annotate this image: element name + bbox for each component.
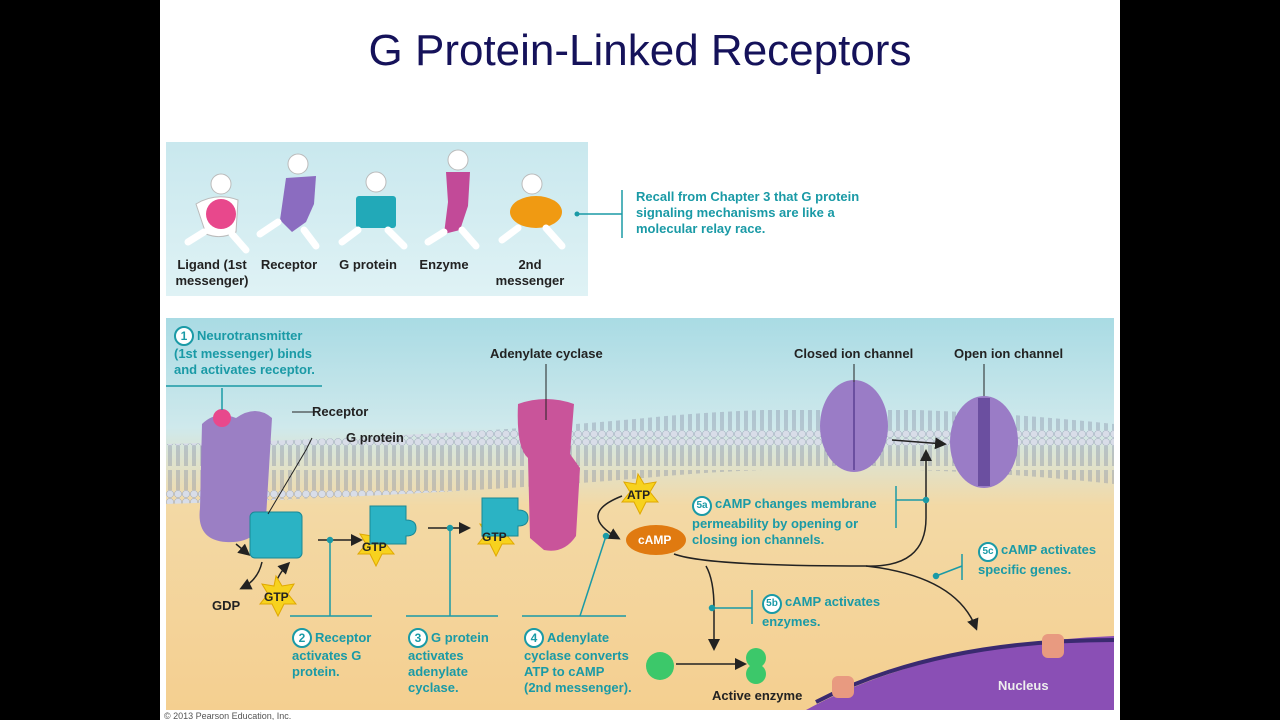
- label-g-protein: G protein: [346, 430, 404, 445]
- step-line: permeability by opening or: [692, 516, 859, 531]
- label-line: messenger): [175, 273, 249, 288]
- recall-note: Recall from Chapter 3 that G protein sig…: [636, 189, 896, 237]
- runner-g-protein: [338, 171, 408, 250]
- relay-label-receptor: Receptor: [260, 257, 318, 272]
- step-line: cAMP activates: [785, 594, 881, 609]
- adenylate-cyclase: [517, 399, 580, 551]
- signaling-illustration: [166, 364, 1114, 710]
- label-atp: ATP: [627, 488, 651, 502]
- step-line: (1st messenger) binds: [174, 346, 312, 361]
- relay-race-illustration: [184, 149, 566, 254]
- runner-ligand: [184, 173, 250, 254]
- label-gtp-3: GTP: [482, 530, 507, 544]
- slide-title: G Protein-Linked Receptors: [368, 26, 912, 75]
- label-closed-ion-channel: Closed ion channel: [794, 346, 914, 361]
- step-number: 5c: [978, 542, 998, 562]
- step-line: Neurotransmitter: [197, 328, 303, 343]
- nuclear-pore: [832, 676, 854, 698]
- label-adenylate-cyclase: Adenylate cyclase: [490, 346, 603, 361]
- recall-line: signaling mechanisms are like a: [636, 205, 835, 220]
- relay-race-panel: Ligand (1st messenger) Receptor G protei…: [166, 142, 588, 296]
- label-line: messenger: [495, 273, 565, 288]
- step-line: cyclase converts: [524, 648, 629, 663]
- step-number: 5b: [762, 594, 782, 614]
- step-line: adenylate: [408, 664, 468, 679]
- nucleus: [806, 636, 1114, 710]
- label-active-enzyme: Active enzyme: [712, 688, 803, 703]
- receptor-protein: [199, 411, 272, 543]
- label-open-ion-channel: Open ion channel: [954, 346, 1064, 361]
- step-line: ATP to cAMP: [524, 664, 605, 679]
- g-protein-inactive: [249, 511, 303, 559]
- step-line: cAMP activates: [1001, 542, 1097, 557]
- relay-label-enzyme: Enzyme: [419, 257, 469, 272]
- gtp-star: [258, 574, 298, 618]
- label-nucleus: Nucleus: [998, 678, 1049, 693]
- camp-molecule: [626, 525, 686, 555]
- step-line: Adenylate: [547, 630, 610, 645]
- step-line: protein.: [292, 664, 340, 679]
- recall-line: molecular relay race.: [636, 221, 766, 236]
- label-receptor: Receptor: [312, 404, 369, 419]
- step-number: 1: [174, 326, 194, 346]
- g-protein-active: [369, 505, 417, 545]
- step-number: 5a: [692, 496, 712, 516]
- label-gtp-1: GTP: [264, 590, 289, 604]
- atp-star: [620, 472, 660, 516]
- copyright-notice: © 2013 Pearson Education, Inc.: [164, 711, 292, 720]
- step-line: specific genes.: [978, 562, 1072, 577]
- step-line: Receptor: [315, 630, 372, 645]
- step-line: cyclase.: [408, 680, 459, 695]
- label-gtp-2: GTP: [362, 540, 387, 554]
- step-number: 4: [524, 628, 544, 648]
- relay-label-second-messenger: 2nd messenger: [492, 257, 568, 289]
- relay-label-ligand: Ligand (1st messenger): [168, 257, 256, 289]
- step-line: enzymes.: [762, 614, 821, 629]
- slide: G Protein-Linked Receptors: [160, 0, 1120, 720]
- step-line: closing ion channels.: [692, 532, 825, 547]
- relay-label-g-protein: G protein: [339, 257, 397, 272]
- recall-line: Recall from Chapter 3 that G protein: [636, 189, 860, 204]
- step-line: activates: [408, 648, 464, 663]
- step-line: cAMP changes membrane: [715, 496, 877, 511]
- runner-enzyme: [424, 149, 480, 250]
- active-enzyme-shape: [746, 648, 766, 684]
- step-line: and activates receptor.: [174, 362, 315, 377]
- label-line: Ligand (1st: [177, 257, 247, 272]
- step-line: (2nd messenger).: [524, 680, 632, 695]
- step-number: 2: [292, 628, 312, 648]
- step-line: G protein: [431, 630, 489, 645]
- label-line: 2nd: [518, 257, 542, 272]
- runner-second-messenger: [498, 173, 566, 250]
- label-gdp: GDP: [212, 598, 241, 613]
- step-number: 3: [408, 628, 428, 648]
- signaling-diagram: Receptor G protein Adenylate cyclase Clo…: [166, 318, 1114, 710]
- nuclear-pore: [1042, 634, 1064, 658]
- inactive-enzyme: [646, 652, 674, 680]
- runner-receptor: [256, 153, 320, 250]
- step-line: activates G: [292, 648, 362, 663]
- label-camp: cAMP: [638, 533, 672, 547]
- g-protein-bound: [481, 497, 529, 537]
- neurotransmitter: [213, 409, 231, 427]
